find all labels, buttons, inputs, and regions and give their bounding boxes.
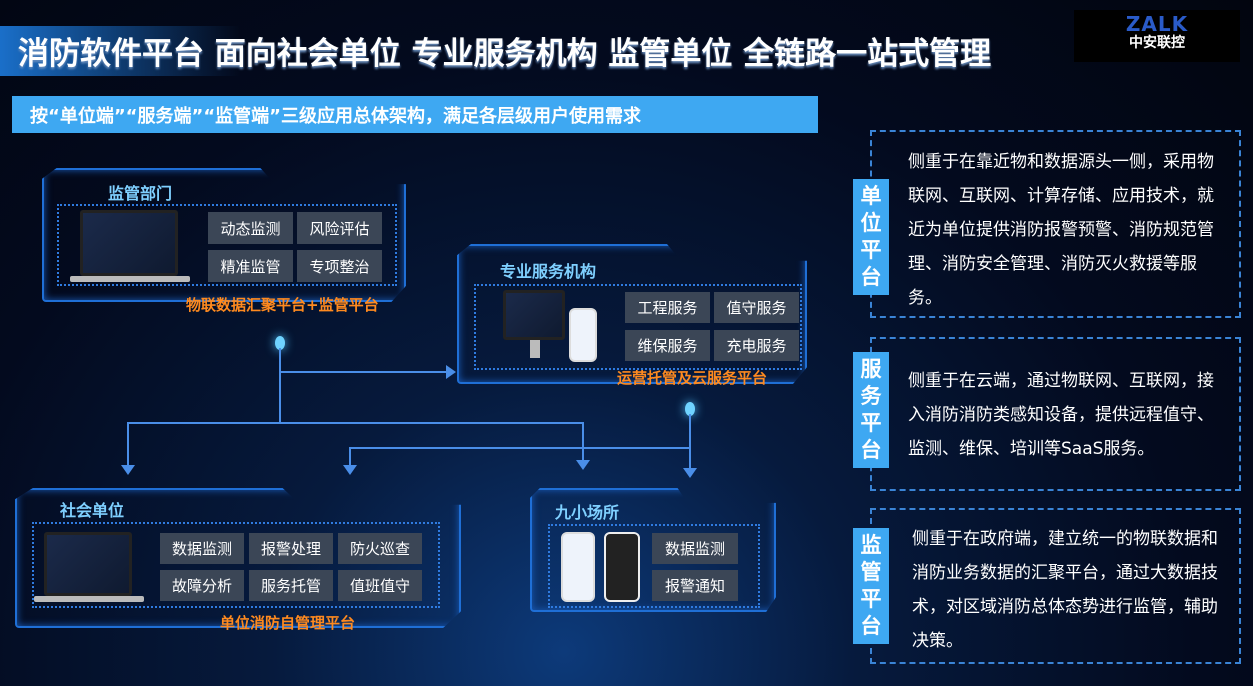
regulator-title: 监管部门: [108, 184, 173, 203]
panel-unit-tag: 单位平台: [853, 179, 889, 295]
unit-title: 社会单位: [60, 501, 125, 520]
phone-screenshot: [569, 308, 597, 362]
service-title: 专业服务机构: [500, 262, 597, 281]
regulator-platform-label: 物联数据汇聚平台+监管平台: [186, 296, 379, 314]
arrow-down-icon: [121, 465, 135, 475]
service-inner: [474, 284, 802, 370]
page-title: 消防软件平台 面向社会单位 专业服务机构 监管单位 全链路一站式管理: [18, 36, 992, 72]
phone-screenshot: [604, 532, 640, 602]
btn-precise-supervision[interactable]: 精准监管: [208, 250, 293, 282]
subtitle-banner: 按“单位端”“服务端”“监管端”三级应用总体架构，满足各层级用户使用需求: [12, 96, 818, 133]
regulator-frame: [42, 168, 406, 302]
small-inner: [548, 524, 760, 608]
connector-line: [280, 371, 448, 373]
arrow-down-icon: [343, 465, 357, 475]
btn-duty-service[interactable]: 值守服务: [714, 292, 799, 323]
connector-line: [689, 414, 691, 470]
panel-service-tag: 服务平台: [853, 352, 889, 468]
service-frame: [457, 244, 807, 384]
monitor-screenshot: [503, 290, 565, 340]
service-platform-label: 运营托管及云服务平台: [617, 369, 768, 387]
connector-line: [582, 422, 584, 462]
arrow-right-icon: [446, 365, 456, 379]
panel-unit-text: 侧重于在靠近物和数据源头一侧，采用物联网、互联网、计算存储、应用技术，就近为单位…: [908, 152, 1214, 308]
btn-maintenance-service[interactable]: 维保服务: [625, 330, 710, 361]
btn-fault-analysis[interactable]: 故障分析: [160, 570, 244, 601]
laptop-screenshot: [80, 210, 178, 276]
logo-en: ZALK: [1125, 12, 1189, 36]
btn-data-monitor[interactable]: 数据监测: [160, 533, 244, 564]
logo-cn: 中安联控: [1129, 35, 1185, 51]
btn-duty-watch[interactable]: 值班值守: [338, 570, 422, 601]
connector-line: [349, 447, 351, 467]
small-title: 九小场所: [555, 503, 620, 522]
btn-fire-patrol[interactable]: 防火巡查: [338, 533, 422, 564]
title-glow: [0, 26, 240, 76]
btn-risk-assessment[interactable]: 风险评估: [297, 212, 382, 244]
btn-special-rectification[interactable]: 专项整治: [297, 250, 382, 282]
logo: ZALK 中安联控: [1074, 10, 1240, 62]
btn-small-data-monitor[interactable]: 数据监测: [652, 533, 738, 564]
btn-dynamic-monitor[interactable]: 动态监测: [208, 212, 293, 244]
panel-regulator-tag: 监管平台: [853, 528, 889, 644]
small-frame: [530, 488, 776, 612]
panel-regulator-text: 侧重于在政府端，建立统一的物联数据和消防业务数据的汇聚平台，通过大数据技术，对区…: [912, 529, 1218, 651]
unit-platform-label: 单位消防自管理平台: [220, 614, 356, 632]
connector-node: [275, 336, 285, 350]
phone-screenshot: [561, 532, 595, 602]
connector-line: [279, 348, 281, 424]
laptop-base: [34, 596, 144, 602]
connector-line: [128, 422, 584, 424]
btn-service-hosting[interactable]: 服务托管: [249, 570, 333, 601]
connector-node: [685, 402, 695, 416]
unit-inner: [32, 522, 440, 608]
panel-service-text: 侧重于在云端，通过物联网、互联网，接入消防消防类感知设备，提供远程值守、监测、维…: [908, 371, 1214, 459]
btn-alarm-notify[interactable]: 报警通知: [652, 570, 738, 601]
monitor-stand: [530, 340, 540, 358]
laptop-base: [70, 276, 190, 282]
laptop-screenshot: [44, 532, 132, 596]
btn-engineering-service[interactable]: 工程服务: [625, 292, 710, 323]
connector-line: [127, 422, 129, 467]
arrow-down-icon: [576, 460, 590, 470]
unit-frame: [15, 488, 461, 628]
btn-alarm-handling[interactable]: 报警处理: [249, 533, 333, 564]
connector-line: [350, 447, 690, 449]
btn-charging-service[interactable]: 充电服务: [714, 330, 799, 361]
regulator-inner: [57, 204, 397, 286]
arrow-down-icon: [683, 468, 697, 478]
